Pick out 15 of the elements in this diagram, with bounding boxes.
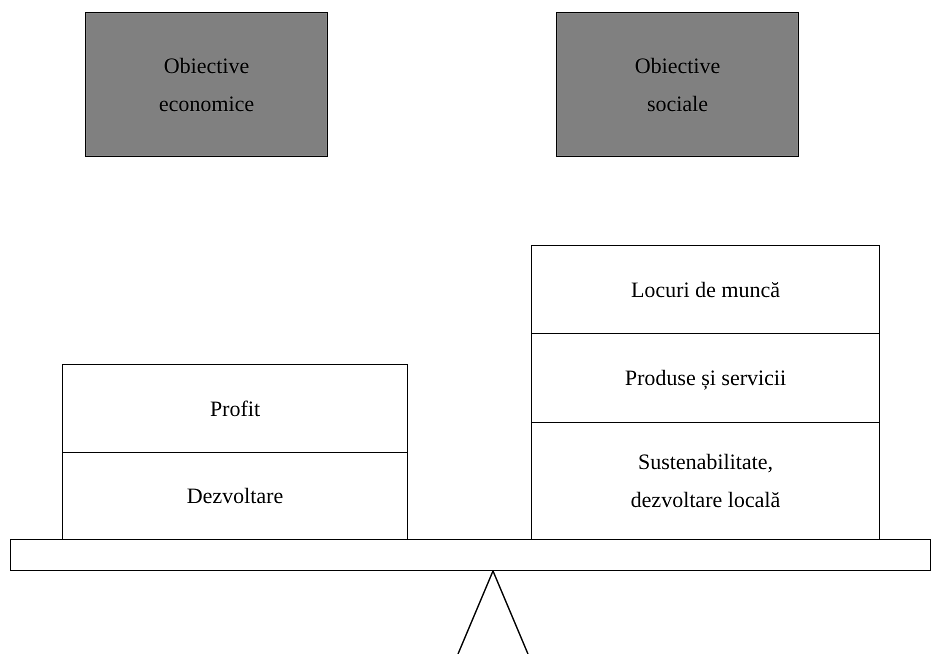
block-label: Dezvoltare <box>186 482 284 510</box>
block-label: Locuri de muncă <box>630 276 780 304</box>
weight-block <box>531 422 880 540</box>
weight-block <box>62 364 408 453</box>
objective-box <box>556 12 799 157</box>
block-label: Sustenabilitate, dezvoltare locală <box>630 448 782 514</box>
block-label: Produse și servicii <box>624 364 786 392</box>
block-label: Obiective sociale <box>634 52 722 118</box>
objective-box <box>85 12 328 157</box>
balance-beam <box>10 539 931 571</box>
weight-block <box>62 452 408 540</box>
weight-block <box>531 245 880 334</box>
block-label: Obiective economice <box>158 52 256 118</box>
weight-block <box>531 333 880 423</box>
block-label: Profit <box>210 394 260 422</box>
